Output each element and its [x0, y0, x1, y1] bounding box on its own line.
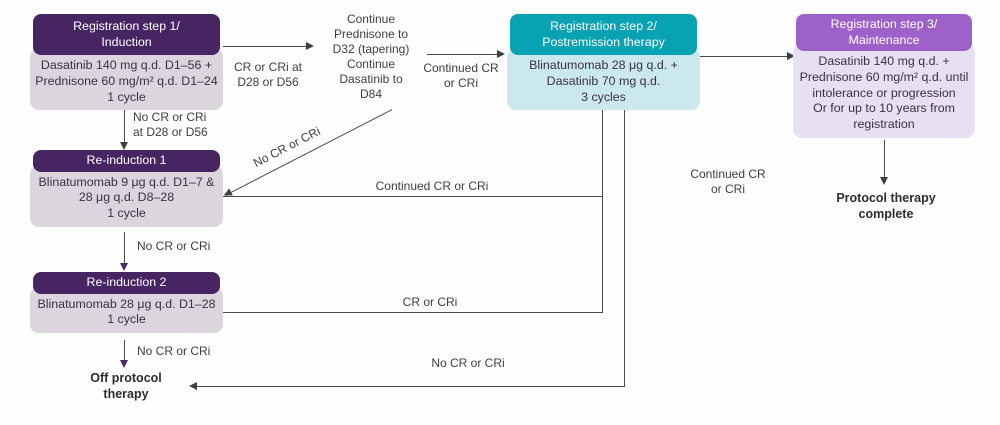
continue-therapy-text: Continue Prednisone to D32 (tapering) Co…	[332, 12, 410, 101]
arrow-merge-up-vline	[602, 105, 604, 313]
node-reinduction1-title: Re-induction 1	[33, 150, 220, 172]
label-no-cr-diagonal: No CR or CRi	[250, 124, 323, 171]
off-protocol-text: Off protocol therapy	[90, 371, 162, 401]
node-registration-step3-title: Registration step 3/ Maintenance	[796, 14, 972, 51]
label-cr-at-d28: CR or CRi at D28 or D56	[233, 60, 302, 89]
node-registration-step1-title: Registration step 1/ Induction	[33, 14, 220, 55]
label-continued-cr-top: Continued CR or CRi	[423, 61, 499, 90]
node-registration-step2-body: Blinatumomab 28 μg q.d. + Dasatinib 70 m…	[507, 48, 700, 111]
label-cr-mid: CR or CRi	[402, 295, 458, 309]
protocol-complete-text: Protocol therapy complete	[836, 191, 936, 221]
node-registration-step1: Registration step 1/ Induction Dasatinib…	[30, 14, 223, 111]
arrow-reinduction1-to-step2-hline	[223, 196, 603, 198]
arrow-step3-to-complete-head	[880, 177, 888, 185]
arrow-step1-to-reinduction1-line	[124, 107, 126, 143]
arrow-continue-to-reinduction1-head	[221, 188, 233, 200]
node-reinduction2: Re-induction 2 Blinatumomab 28 μg q.d. D…	[30, 272, 223, 334]
arrow-step2-to-step3-line	[700, 56, 788, 58]
label-continued-cr-mid: Continued CR or CRi	[375, 179, 489, 193]
label-no-cr-after-reinduction2: No CR or CRi	[137, 344, 211, 358]
label-no-cr-bottom: No CR or CRi	[431, 356, 505, 370]
arrow-continue-to-step2-line	[427, 54, 498, 56]
node-registration-step2-title: Registration step 2/ Postremission thera…	[510, 14, 697, 55]
node-registration-step1-body: Dasatinib 140 mg q.d. D1–56 + Prednisone…	[30, 48, 223, 111]
arrow-bottom-to-offprotocol-hline	[196, 386, 625, 388]
arrow-step3-to-complete-line	[884, 140, 886, 178]
arrow-continue-to-step2-head	[497, 50, 505, 58]
label-no-cr-after-reinduction1: No CR or CRi	[137, 239, 211, 253]
node-reinduction2-title: Re-induction 2	[33, 272, 220, 294]
arrow-reinduction1-to-reinduction2-line	[124, 232, 126, 264]
arrow-step1-to-reinduction1-head	[120, 142, 128, 150]
arrow-reinduction2-to-offprotocol-line	[124, 340, 126, 361]
node-registration-step3: Registration step 3/ Maintenance Dasatin…	[793, 14, 975, 138]
arrow-step2-to-step3-head	[787, 52, 795, 60]
arrow-step2-down-vline	[624, 103, 626, 387]
arrow-bottom-to-offprotocol-head	[189, 382, 197, 390]
arrow-reinduction1-to-reinduction2-head	[120, 263, 128, 271]
arrow-reinduction2-to-offprotocol-head	[120, 360, 128, 368]
arrow-step1-to-continue-line	[223, 46, 307, 48]
node-reinduction1: Re-induction 1 Blinatumomab 9 μg q.d. D1…	[30, 150, 223, 227]
arrow-reinduction2-to-step2-hline	[223, 312, 603, 314]
node-registration-step3-body: Dasatinib 140 mg q.d. + Prednisone 60 mg…	[793, 44, 975, 138]
node-reinduction1-body: Blinatumomab 9 μg q.d. D1–7 & 28 μg q.d.…	[30, 164, 223, 227]
label-continued-cr-right: Continued CR or CRi	[690, 167, 766, 196]
arrow-step1-to-continue-head	[306, 42, 314, 50]
label-no-cr-at-d28: No CR or CRi at D28 or D56	[133, 110, 208, 139]
node-registration-step2: Registration step 2/ Postremission thera…	[507, 14, 700, 111]
node-reinduction2-body: Blinatumomab 28 μg q.d. D1–28 1 cycle	[30, 286, 223, 334]
